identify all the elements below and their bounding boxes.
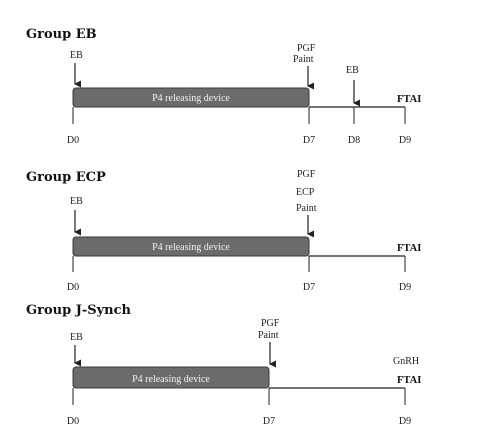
group-title: Group J-Synch bbox=[26, 303, 132, 318]
group-j-synch: Group J-Synch EB P4 releasing device PGF… bbox=[26, 303, 421, 427]
p4-device-bar bbox=[72, 236, 310, 257]
ftai-label: FTAI bbox=[397, 94, 421, 105]
start-marker-label: EB bbox=[70, 332, 83, 343]
day-label: D0 bbox=[67, 416, 79, 427]
start-marker-label: EB bbox=[70, 196, 83, 207]
ftai-label: FTAI bbox=[397, 375, 421, 386]
group-title: Group ECP bbox=[26, 170, 106, 185]
d7-marker-label: Paint bbox=[296, 203, 317, 214]
day-label: D7 bbox=[303, 135, 315, 146]
gnrh-label: GnRH bbox=[393, 356, 419, 367]
p4-device-bar bbox=[72, 366, 270, 389]
start-marker-label: EB bbox=[70, 50, 83, 61]
d7-marker-label: ECP bbox=[296, 187, 315, 198]
p4-device-label: P4 releasing device bbox=[152, 242, 230, 253]
d7-marker-label: Paint bbox=[258, 330, 279, 341]
d8-marker-label: EB bbox=[346, 65, 359, 76]
d7-marker-label: Paint bbox=[293, 54, 314, 65]
ftai-label: FTAI bbox=[397, 243, 421, 254]
group-title: Group EB bbox=[26, 27, 97, 42]
p4-device-label: P4 releasing device bbox=[132, 374, 210, 385]
day-label: D8 bbox=[348, 135, 360, 146]
d7-marker-label: PGF bbox=[297, 43, 316, 54]
day-label: D9 bbox=[399, 135, 411, 146]
day-label: D7 bbox=[263, 416, 275, 427]
day-label: D0 bbox=[67, 135, 79, 146]
p4-device-bar bbox=[72, 87, 310, 108]
day-label: D9 bbox=[399, 416, 411, 427]
day-label: D7 bbox=[303, 282, 315, 293]
d7-marker-label: PGF bbox=[297, 169, 316, 180]
day-label: D9 bbox=[399, 282, 411, 293]
group-eb: Group EB EB P4 releasing device PGF Pain… bbox=[26, 27, 421, 146]
d7-marker-label: PGF bbox=[261, 318, 280, 329]
group-ecp: Group ECP EB P4 releasing device PGF ECP… bbox=[26, 169, 421, 293]
day-label: D0 bbox=[67, 282, 79, 293]
p4-device-label: P4 releasing device bbox=[152, 93, 230, 104]
